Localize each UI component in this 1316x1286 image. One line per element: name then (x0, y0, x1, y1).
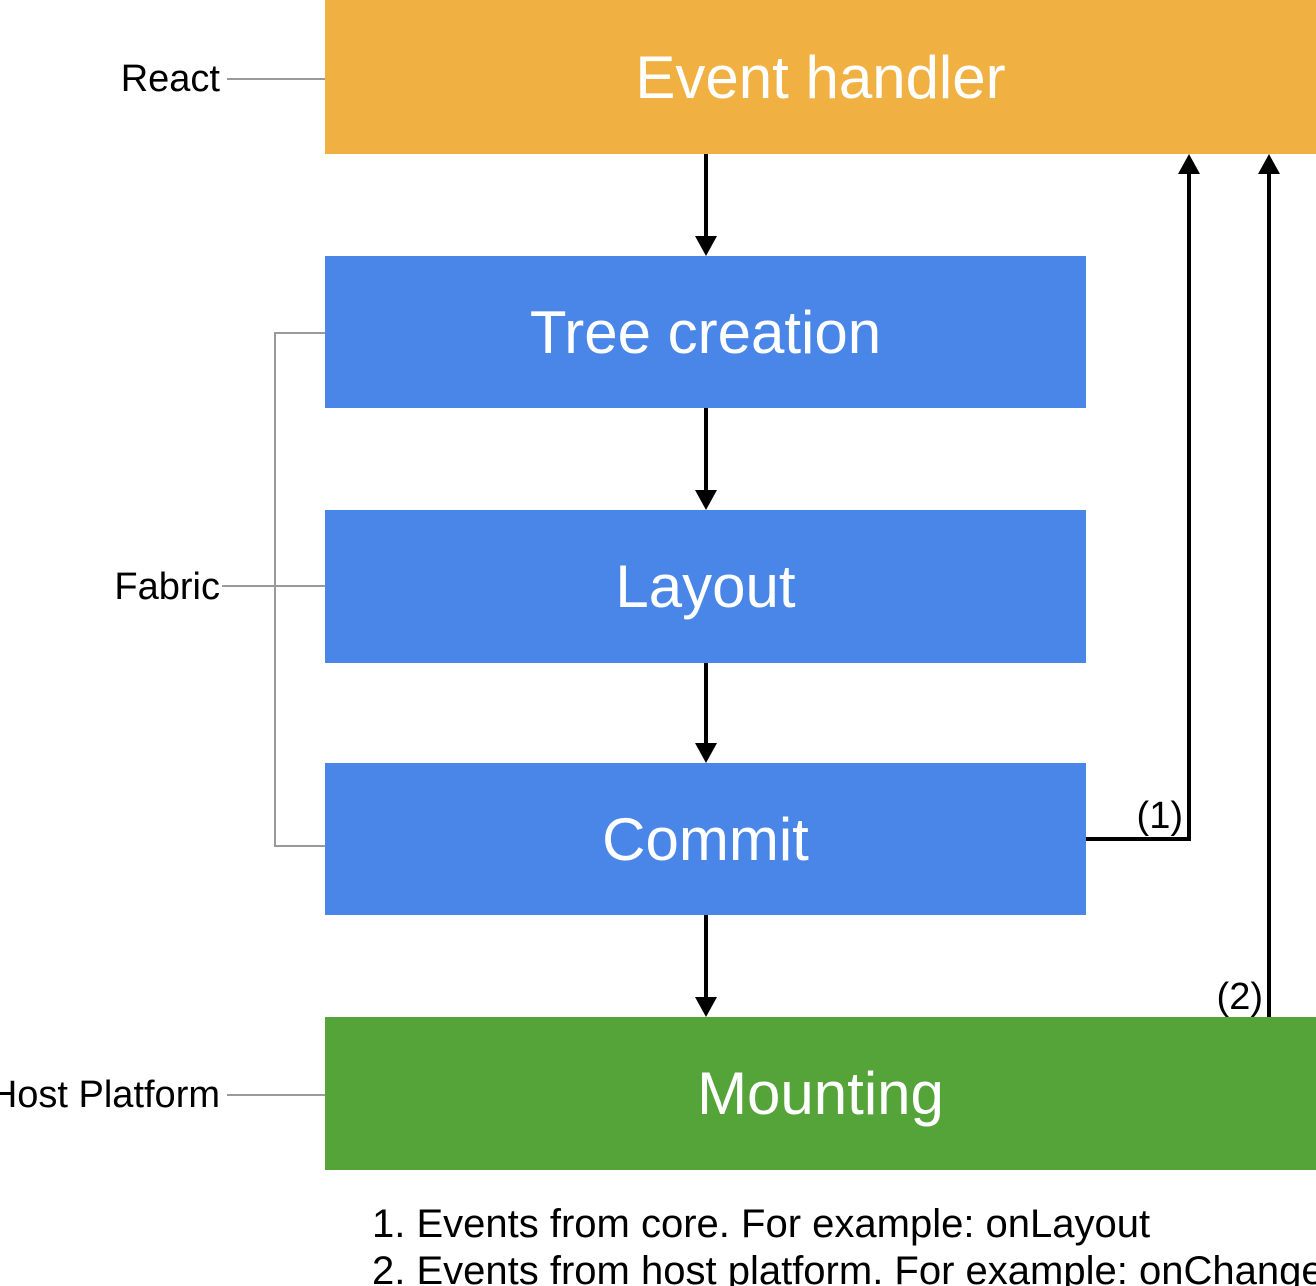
arrow-shaft (704, 154, 708, 238)
event-handler-box: Event handler (325, 0, 1316, 154)
commit-box-label: Commit (602, 805, 809, 873)
layout-box-label: Layout (615, 553, 796, 620)
arrow-up-head-icon (1178, 154, 1200, 174)
host-platform-label: Host Platform (0, 1074, 220, 1116)
arrow-1-label: (1) (1136, 795, 1183, 837)
mounting-box: Mounting (325, 1017, 1316, 1170)
fabric-label: Fabric (114, 566, 220, 608)
host-platform-connector-line (227, 1094, 325, 1096)
footnotes: 1. Events from core. For example: onLayo… (372, 1201, 1316, 1286)
react-label: React (120, 58, 220, 100)
react-connector-line (227, 78, 325, 80)
arrow-down-head-icon (695, 743, 717, 763)
layout-box: Layout (325, 510, 1086, 663)
tree-creation-box-label: Tree creation (529, 298, 882, 366)
tree-creation-box: Tree creation (325, 256, 1086, 408)
commit-box: Commit (325, 763, 1086, 915)
footnote-1: 1. Events from core. For example: onLayo… (372, 1202, 1151, 1246)
arrow-shaft (704, 663, 708, 745)
arrow-shaft (704, 408, 708, 492)
fabric-bracket-vertical-line (274, 332, 276, 847)
arrow-down-head-icon (695, 236, 717, 256)
arrow-shaft (1086, 837, 1191, 841)
arrow-shaft (1187, 174, 1191, 841)
event-handler-box-label: Event handler (635, 43, 1006, 111)
arrow-shaft (704, 915, 708, 999)
mounting-box-label: Mounting (697, 1060, 944, 1127)
fabric-bracket-bottom-stub (274, 845, 325, 847)
arrow-up-head-icon (1258, 154, 1280, 174)
arrow-2-label: (2) (1216, 976, 1263, 1018)
arrow-down-head-icon (695, 490, 717, 510)
footnote-2: 2. Events from host platform. For exampl… (372, 1249, 1316, 1286)
fabric-connector-line (222, 585, 325, 587)
fabric-bracket-top-stub (274, 332, 325, 334)
arrow-down-head-icon (695, 997, 717, 1017)
arrow-shaft (1267, 174, 1271, 1017)
